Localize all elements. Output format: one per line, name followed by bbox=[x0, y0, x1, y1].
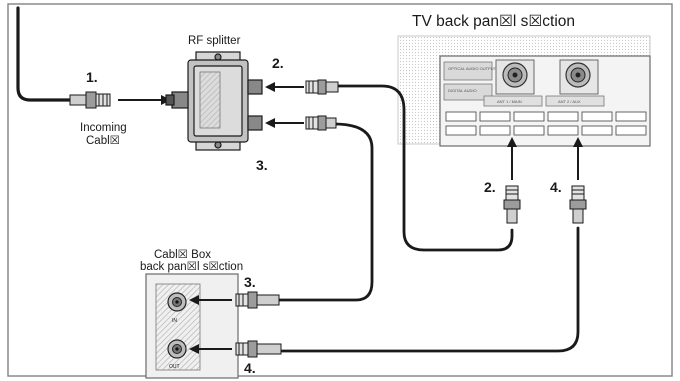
tv-back-panel: OPTICAL AUDIO OUTPUT DIGITAL AUDIO ANT 1… bbox=[397, 35, 651, 147]
tv-ant2-cable-connector bbox=[569, 185, 587, 224]
incoming-cable-label-line2: Cabl☒ bbox=[86, 135, 120, 147]
cable-box-back-panel: IN OUT bbox=[145, 273, 239, 379]
cable-box-out-to-tv-ant2 bbox=[280, 226, 580, 353]
step-4-tv-label: 4. bbox=[550, 179, 562, 195]
step-1-label: 1. bbox=[86, 69, 98, 85]
tv-ant1-connector bbox=[495, 59, 535, 95]
step-2-tv-label: 2. bbox=[484, 179, 496, 195]
tv-panel-title: TV back pan☒l s☒ction bbox=[412, 13, 575, 30]
tv-label-ant1: ANT 1 / MAIN bbox=[497, 99, 522, 104]
step-3-box-label: 3. bbox=[244, 274, 256, 290]
diagram-frame bbox=[7, 3, 673, 377]
tv-label-ant2: ANT 2 / AUX bbox=[558, 99, 581, 104]
tv-label-optical: OPTICAL AUDIO OUTPUT bbox=[448, 66, 497, 71]
cable-box-out-label: OUT bbox=[169, 364, 180, 370]
incoming-cable bbox=[16, 6, 72, 102]
tv-ant2-connector bbox=[559, 59, 599, 95]
box-in-cable-connector bbox=[235, 291, 280, 309]
splitter-cable-connector-bottom bbox=[305, 115, 337, 131]
cable-box-in-port bbox=[167, 292, 187, 312]
incoming-cable-connector bbox=[69, 91, 111, 109]
cables bbox=[16, 6, 580, 353]
step-3-splitter-label: 3. bbox=[256, 157, 268, 173]
cable-splitter-to-box-in bbox=[276, 122, 374, 302]
rf-splitter bbox=[165, 51, 263, 151]
tv-vent-slots bbox=[445, 111, 647, 136]
splitter-cable-connector-top bbox=[305, 79, 339, 95]
tv-ant1-cable-connector bbox=[503, 185, 521, 224]
incoming-cable-label-line1: Incoming bbox=[80, 122, 127, 134]
cable-box-out-port bbox=[167, 339, 187, 359]
tv-label-digital: DIGITAL AUDIO bbox=[448, 88, 477, 93]
step-4-box-label: 4. bbox=[244, 360, 256, 376]
cable-box-label-line2: back pan☒l s☒ction bbox=[140, 261, 243, 273]
cable-box-label-line1: Cabl☒ Box bbox=[154, 249, 211, 261]
rf-splitter-label: RF splitter bbox=[188, 35, 241, 47]
box-out-cable-connector bbox=[235, 340, 282, 358]
cable-box-in-label: IN bbox=[172, 318, 177, 324]
cable-splitter-to-tv-ant1 bbox=[336, 84, 514, 252]
step-2-splitter-label: 2. bbox=[272, 55, 284, 71]
